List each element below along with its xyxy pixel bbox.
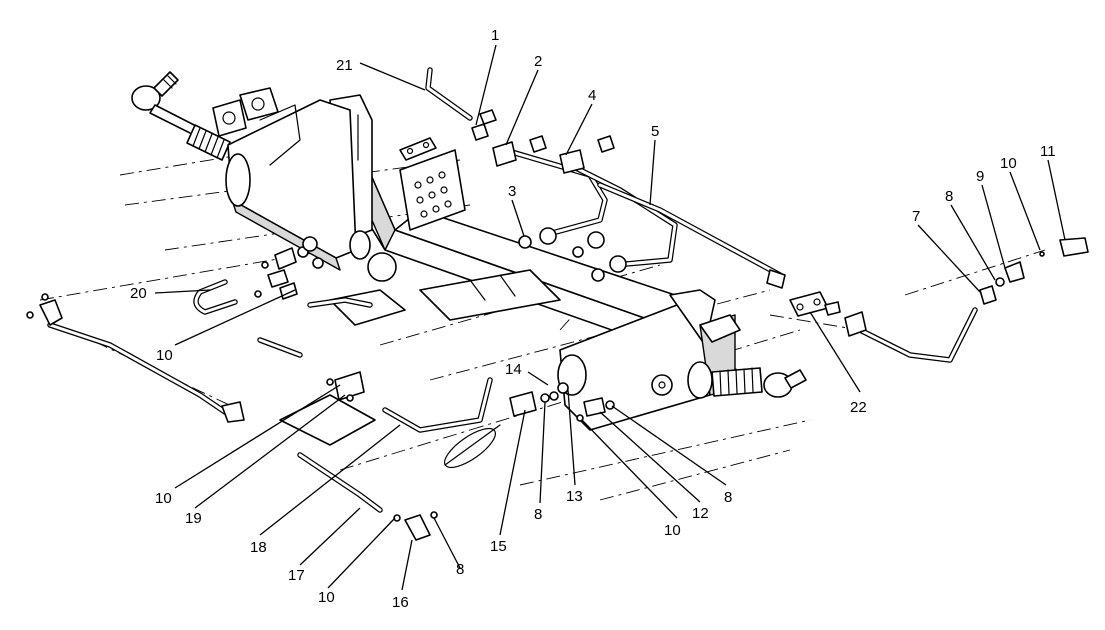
callout-label: 1 [491,27,499,44]
hose-mid [257,297,373,358]
hose-right [847,307,978,363]
callout-label: 10 [318,589,335,606]
callout-label: 15 [490,538,507,555]
callout-label: 10 [156,347,173,364]
callout-label: 14 [505,361,522,378]
callout-label: 8 [534,506,542,523]
tube-line-21 [425,67,473,121]
callout-label: 10 [155,490,172,507]
callout-label: 19 [185,510,202,527]
hose-18 [382,377,493,433]
fittings [26,109,1089,541]
tube-line-4 [567,162,678,268]
hose-17 [297,452,383,513]
plate-holes [414,171,452,218]
callout-label: 7 [912,208,920,225]
callout-label: 18 [250,539,267,556]
callout-label: 2 [534,53,542,70]
callout-label: 10 [664,522,681,539]
callout-label: 16 [392,594,409,611]
right-bellows [711,367,763,397]
hose-lower-mid [444,424,501,469]
left-cylinder [131,71,397,282]
tube-line-5 [597,182,786,289]
callout-label: 9 [976,168,984,185]
hose-left-long [47,322,228,415]
callout-label: 12 [692,505,709,522]
callout-label: 8 [945,188,953,205]
callout-label: 17 [288,567,305,584]
callout-labels: 21 1 2 4 5 3 11 10 9 8 7 20 10 22 14 10 … [130,27,1056,611]
callout-label: 8 [724,489,732,506]
leader-lines [154,44,1066,591]
callout-label: 21 [336,57,353,74]
callout-label: 10 [1000,155,1017,172]
callout-label: 5 [651,123,659,140]
callout-label: 3 [508,183,516,200]
callout-label: 22 [850,399,867,416]
callout-label: 4 [588,87,596,104]
callout-label: 13 [566,488,583,505]
callout-label: 8 [456,561,464,578]
callout-label: 11 [1040,143,1056,160]
callout-label: 20 [130,285,147,302]
tube-line-2 [502,147,608,238]
